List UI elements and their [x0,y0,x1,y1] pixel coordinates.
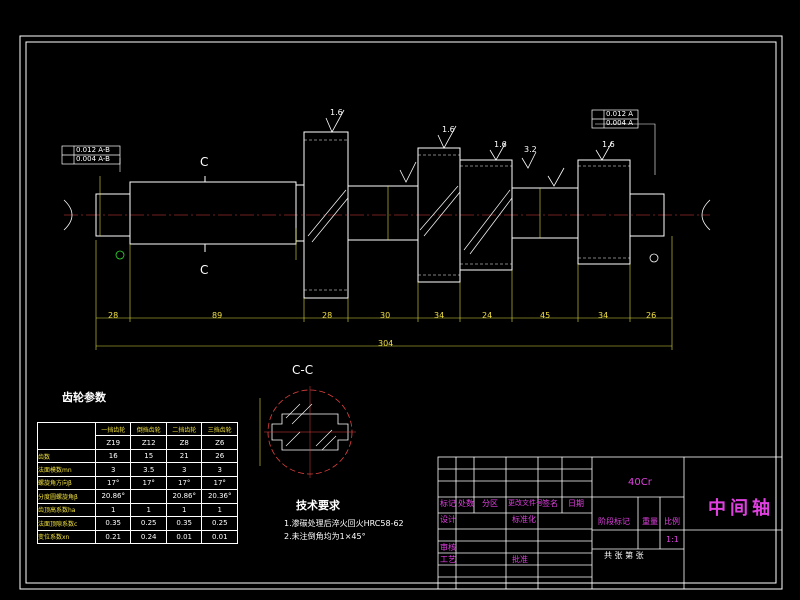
row-label: 分度圆螺旋角β [37,489,96,504]
gear-col-header: 二挡齿轮 [165,421,203,437]
table-cell: 3 [94,462,132,477]
gear-col-header: 三挡齿轮 [201,421,238,437]
table-cell: 0.01 [165,529,203,544]
title-block-label: 标准化 [512,515,536,524]
table-cell: 0.35 [165,516,203,531]
dim-seg-8: 34 [598,311,609,320]
table-cell: 16 [94,448,132,464]
tol-left-2: 0.004 A-B [76,155,110,163]
roughness-2: 1.6 [442,125,455,134]
table-cell: 1 [130,502,167,518]
scale-value: 1:1 [666,535,679,544]
table-cell: 3 [165,462,203,477]
drawing-title: 中间轴 [708,498,774,519]
dim-seg-2: 89 [212,311,223,320]
roughness-1: 1.6 [330,108,343,117]
table-cell: 20.86° [165,489,203,504]
table-cell: 17° [130,475,167,491]
table-row: 法面模数mn 3 3.5 3 3 [37,462,238,477]
row-label: 齿顶高系数ha [37,502,96,518]
row-label: 法面模数mn [37,462,96,477]
table-cell: 0.21 [94,529,132,544]
title-block-label: 设计 [440,515,456,524]
tech-requirements-title: 技术要求 [296,499,340,512]
table-row: 分度圆螺旋角β 20.86° 20.86° 20.36° [37,489,238,504]
title-block-label: 重量 [642,517,658,526]
title-block-label: 日期 [568,499,584,508]
gear-tooth-symbol: Z12 [130,435,167,450]
dim-seg-9: 26 [646,311,657,320]
tol-right-1: 0.012 A [606,110,634,118]
table-row: 齿顶高系数ha 1 1 1 1 [37,502,238,518]
title-block-label: 批准 [512,555,528,564]
title-block-label: 工艺 [440,555,456,564]
table-cell: 15 [130,448,167,464]
sheet-count: 共 张 第 张 [604,551,644,560]
title-block-label: 更改文件号 [508,499,543,507]
table-cell: 0.25 [130,516,167,531]
table-cell: 1 [201,502,238,518]
gear-col-header: 倒挡齿轮 [130,421,167,437]
section-view-title: C-C [292,363,314,377]
dim-seg-3: 28 [322,311,333,320]
table-row: 齿数 16 15 21 26 [37,448,238,464]
gear-table-corner [37,422,96,450]
row-label: 螺旋角方向β [37,475,96,491]
table-cell: 21 [165,448,203,464]
title-block-label: 审核 [440,543,456,552]
table-cell: 17° [201,475,238,491]
title-block-label: 标记 [440,499,456,508]
roughness-3: 1.6 [494,140,507,149]
title-block-label: 处数 [458,499,474,508]
gear-col-header: 一挡齿轮 [94,421,132,437]
roughness-4: 3.2 [524,145,537,154]
row-label: 齿数 [37,448,96,464]
table-cell: 0.35 [94,516,132,531]
table-row: 变位系数xn 0.21 0.24 0.01 0.01 [37,529,238,544]
table-row: 法面顶隙系数c 0.35 0.25 0.35 0.25 [37,516,238,531]
tech-requirement-item: 2.未注倒角均为1×45° [284,532,366,541]
dim-seg-1: 28 [108,311,119,320]
table-cell: 1 [165,502,203,518]
tech-requirement-item: 1.渗碳处理后淬火回火HRC58-62 [284,519,404,528]
table-cell: 0.24 [130,529,167,544]
table-cell: 26 [201,448,238,464]
row-label: 法面顶隙系数c [37,516,96,531]
section-cut-label-top: C [200,155,209,169]
table-cell: 0.01 [201,529,238,544]
dim-seg-7: 45 [540,311,551,320]
table-cell: 20.86° [94,489,132,504]
gear-table-title: 齿轮参数 [62,391,106,404]
title-block-label: 比例 [664,517,680,526]
dim-seg-5: 34 [434,311,445,320]
table-cell: 0.25 [201,516,238,531]
title-block-label: 分区 [482,499,498,508]
section-cut-label-bottom: C [200,263,209,277]
table-cell: 1 [94,502,132,518]
dim-total: 304 [378,339,394,348]
tol-left-1: 0.012 A-B [76,146,110,154]
title-block-label: 阶段标记 [598,517,630,526]
gear-tooth-symbol: Z6 [201,435,238,450]
table-cell: 17° [94,475,132,491]
title-block-label: 签名 [542,499,558,508]
material-label: 40Cr [628,477,652,488]
table-cell [130,489,167,504]
table-cell: 20.36° [201,489,238,504]
gear-tooth-symbol: Z8 [165,435,203,450]
table-cell: 3.5 [130,462,167,477]
table-cell: 3 [201,462,238,477]
dim-seg-6: 24 [482,311,493,320]
gear-parameter-table: 一挡齿轮 倒挡齿轮 二挡齿轮 三挡齿轮 Z19 Z12 Z8 Z6 齿数 16 … [37,421,238,544]
table-cell: 17° [165,475,203,491]
roughness-5: 1.6 [602,140,615,149]
tol-right-2: 0.004 A [606,119,634,127]
table-row: 螺旋角方向β 17° 17° 17° 17° [37,475,238,491]
dim-seg-4: 30 [380,311,391,320]
row-label: 变位系数xn [37,529,96,544]
gear-tooth-symbol: Z19 [94,435,132,450]
